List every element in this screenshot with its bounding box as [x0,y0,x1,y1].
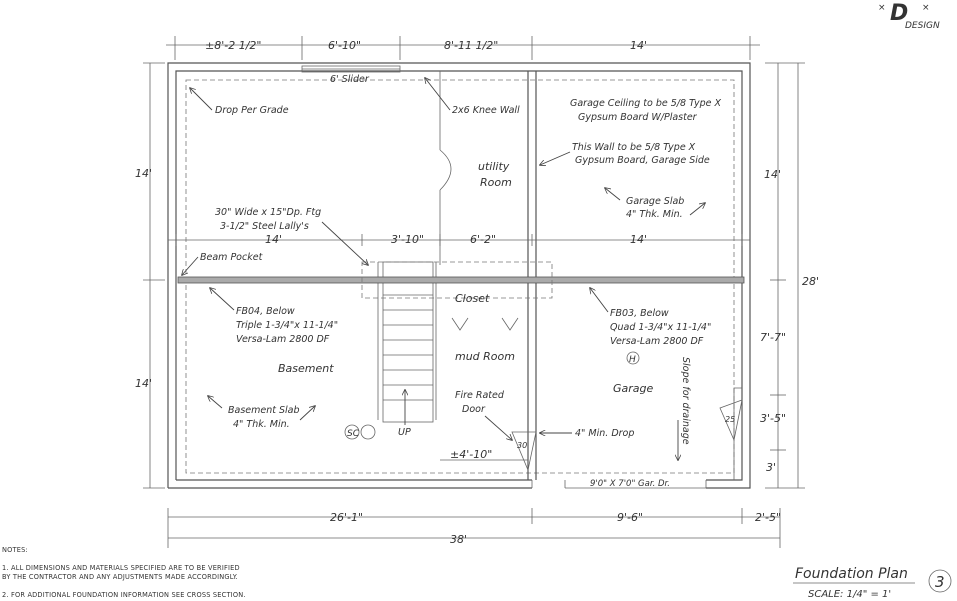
dim-right-1: 14' [764,168,781,181]
door-30-label: 30 [517,441,527,450]
steel-beam [177,261,745,299]
label-basement-slab-2: 4" Thk. Min. [233,419,290,430]
room-closet: Closet [455,292,490,305]
interior-walls [377,71,537,480]
hose-bib-symbol [626,351,640,365]
label-fb04-2: Triple 1-3/4"x 11-1/4" [236,320,338,331]
note-line-1: 1. ALL DIMENSIONS AND MATERIALS SPECIFIE… [2,564,240,572]
dim-top-1: ±8'-2 1/2" [205,39,261,52]
note-line-2: BY THE CONTRACTOR AND ANY ADJUSTMENTS MA… [2,573,238,581]
label-footing-2: 3-1/2" Steel Lally's [220,221,309,232]
sc-label: SC [347,429,360,439]
dim-mid-1: 14' [265,233,282,246]
dim-right-4: 3' [766,461,776,474]
plan-title: Foundation Plan [795,566,908,582]
note-line-3: 2. FOR ADDITIONAL FOUNDATION INFORMATION… [2,591,246,599]
foundation-walls [167,62,751,489]
slider-label: 6' Slider [330,74,370,85]
label-knee-wall: 2x6 Knee Wall [452,105,520,116]
label-garage-slab-2: 4" Thk. Min. [626,209,683,220]
notes-block: NOTES: 1. ALL DIMENSIONS AND MATERIALS S… [2,546,246,599]
logo-mark: D [890,1,908,26]
notes-heading: NOTES: [2,546,28,554]
dim-bottom-3: 2'-5" [755,511,781,524]
dim-right-2: 7'-7" [760,331,786,344]
smoke-detector-symbol [344,424,360,440]
stair-up-label: UP [398,427,411,438]
sheet-number: 3 [935,573,945,591]
label-fb04-3: Versa-Lam 2800 DF [236,334,330,345]
slider-window: 6' Slider [301,65,401,85]
dim-left-2: 14' [135,377,152,390]
label-garage-door: 9'0" X 7'0" Gar. Dr. [590,479,670,489]
door-25-label: 25 [725,415,735,424]
bottom-dimension-lines: 26'-1" 9'-6" 2'-5" 38' [167,508,781,548]
dim-top-2: 6'-10" [328,39,361,52]
label-fb03-2: Quad 1-3/4"x 11-1/4" [610,322,711,333]
label-garage-slab-1: Garage Slab [626,196,684,207]
label-beam-pocket: Beam Pocket [200,252,264,263]
label-this-wall-1: This Wall to be 5/8 Type X [572,142,696,153]
dim-mid-3: 6'-2" [470,233,496,246]
dim-left-1: 14' [135,167,152,180]
label-fire-door-1: Fire Rated [455,390,505,401]
label-fb04-1: FB04, Below [236,306,295,317]
left-dimension-line: 14' 14' [135,62,165,489]
label-fb03-1: FB03, Below [610,308,669,319]
dim-bottom-2: 9'-6" [617,511,643,524]
design-logo: D DESIGN × × [878,1,940,31]
label-slope: Slope for drainage [680,357,691,445]
label-fb03-3: Versa-Lam 2800 DF [610,336,704,347]
dim-right-3: 3'-5" [760,412,786,425]
label-min-drop: 4" Min. Drop [575,428,634,439]
room-mud: mud Room [455,350,515,363]
label-footing-1: 30" Wide x 15"Dp. Ftg [215,207,321,218]
co-detector-symbol [360,424,376,440]
logo-star-left: × [878,3,886,13]
label-basement-slab-1: Basement Slab [228,405,300,416]
hose-bib-label: H [629,355,636,365]
sheet-number-circle [928,569,952,593]
room-basement: Basement [278,362,334,375]
slope-annotation: Slope for drainage [680,357,691,445]
dim-right-overall: 28' [802,275,819,288]
dim-mid-4: 14' [630,233,647,246]
room-utility-2: Room [480,176,512,189]
dim-top-4: 14' [630,39,647,52]
top-dimension-line: ±8'-2 1/2" 6'-10" 8'-11 1/2" 14' [166,36,760,60]
logo-text: DESIGN [905,21,940,31]
dim-door-offset: ±4'-10" [450,448,492,461]
room-garage: Garage [613,382,654,395]
dim-mid-2: 3'-10" [391,233,424,246]
annotations: Drop Per Grade 2x6 Knee Wall Garage Ceil… [182,78,743,489]
title-block: Foundation Plan SCALE: 1/4" = 1' 3 [793,566,952,600]
closet-bifold-doors [451,317,519,331]
side-door-swing [719,399,743,442]
dim-top-3: 8'-11 1/2" [444,39,498,52]
label-garage-ceiling-2: Gypsum Board W/Plaster [578,112,698,123]
label-garage-ceiling-1: Garage Ceiling to be 5/8 Type X [570,98,722,109]
label-drop-per-grade: Drop Per Grade [215,105,289,116]
label-fire-door-2: Door [462,404,486,415]
logo-star-right: × [922,3,930,13]
dim-overall: 38' [450,533,467,546]
right-dimension-lines: 28' 14' 7'-7" 3'-5" 3' [760,62,819,489]
basement-stair: UP [382,261,434,438]
middle-dimension-line: 14' 3'-10" 6'-2" 14' [168,233,750,246]
room-utility-1: utility [478,160,510,173]
fire-door-swing [511,431,537,472]
label-this-wall-2: Gypsum Board, Garage Side [575,155,710,166]
plan-scale: SCALE: 1/4" = 1' [808,589,891,600]
dim-bottom-1: 26'-1" [330,511,363,524]
